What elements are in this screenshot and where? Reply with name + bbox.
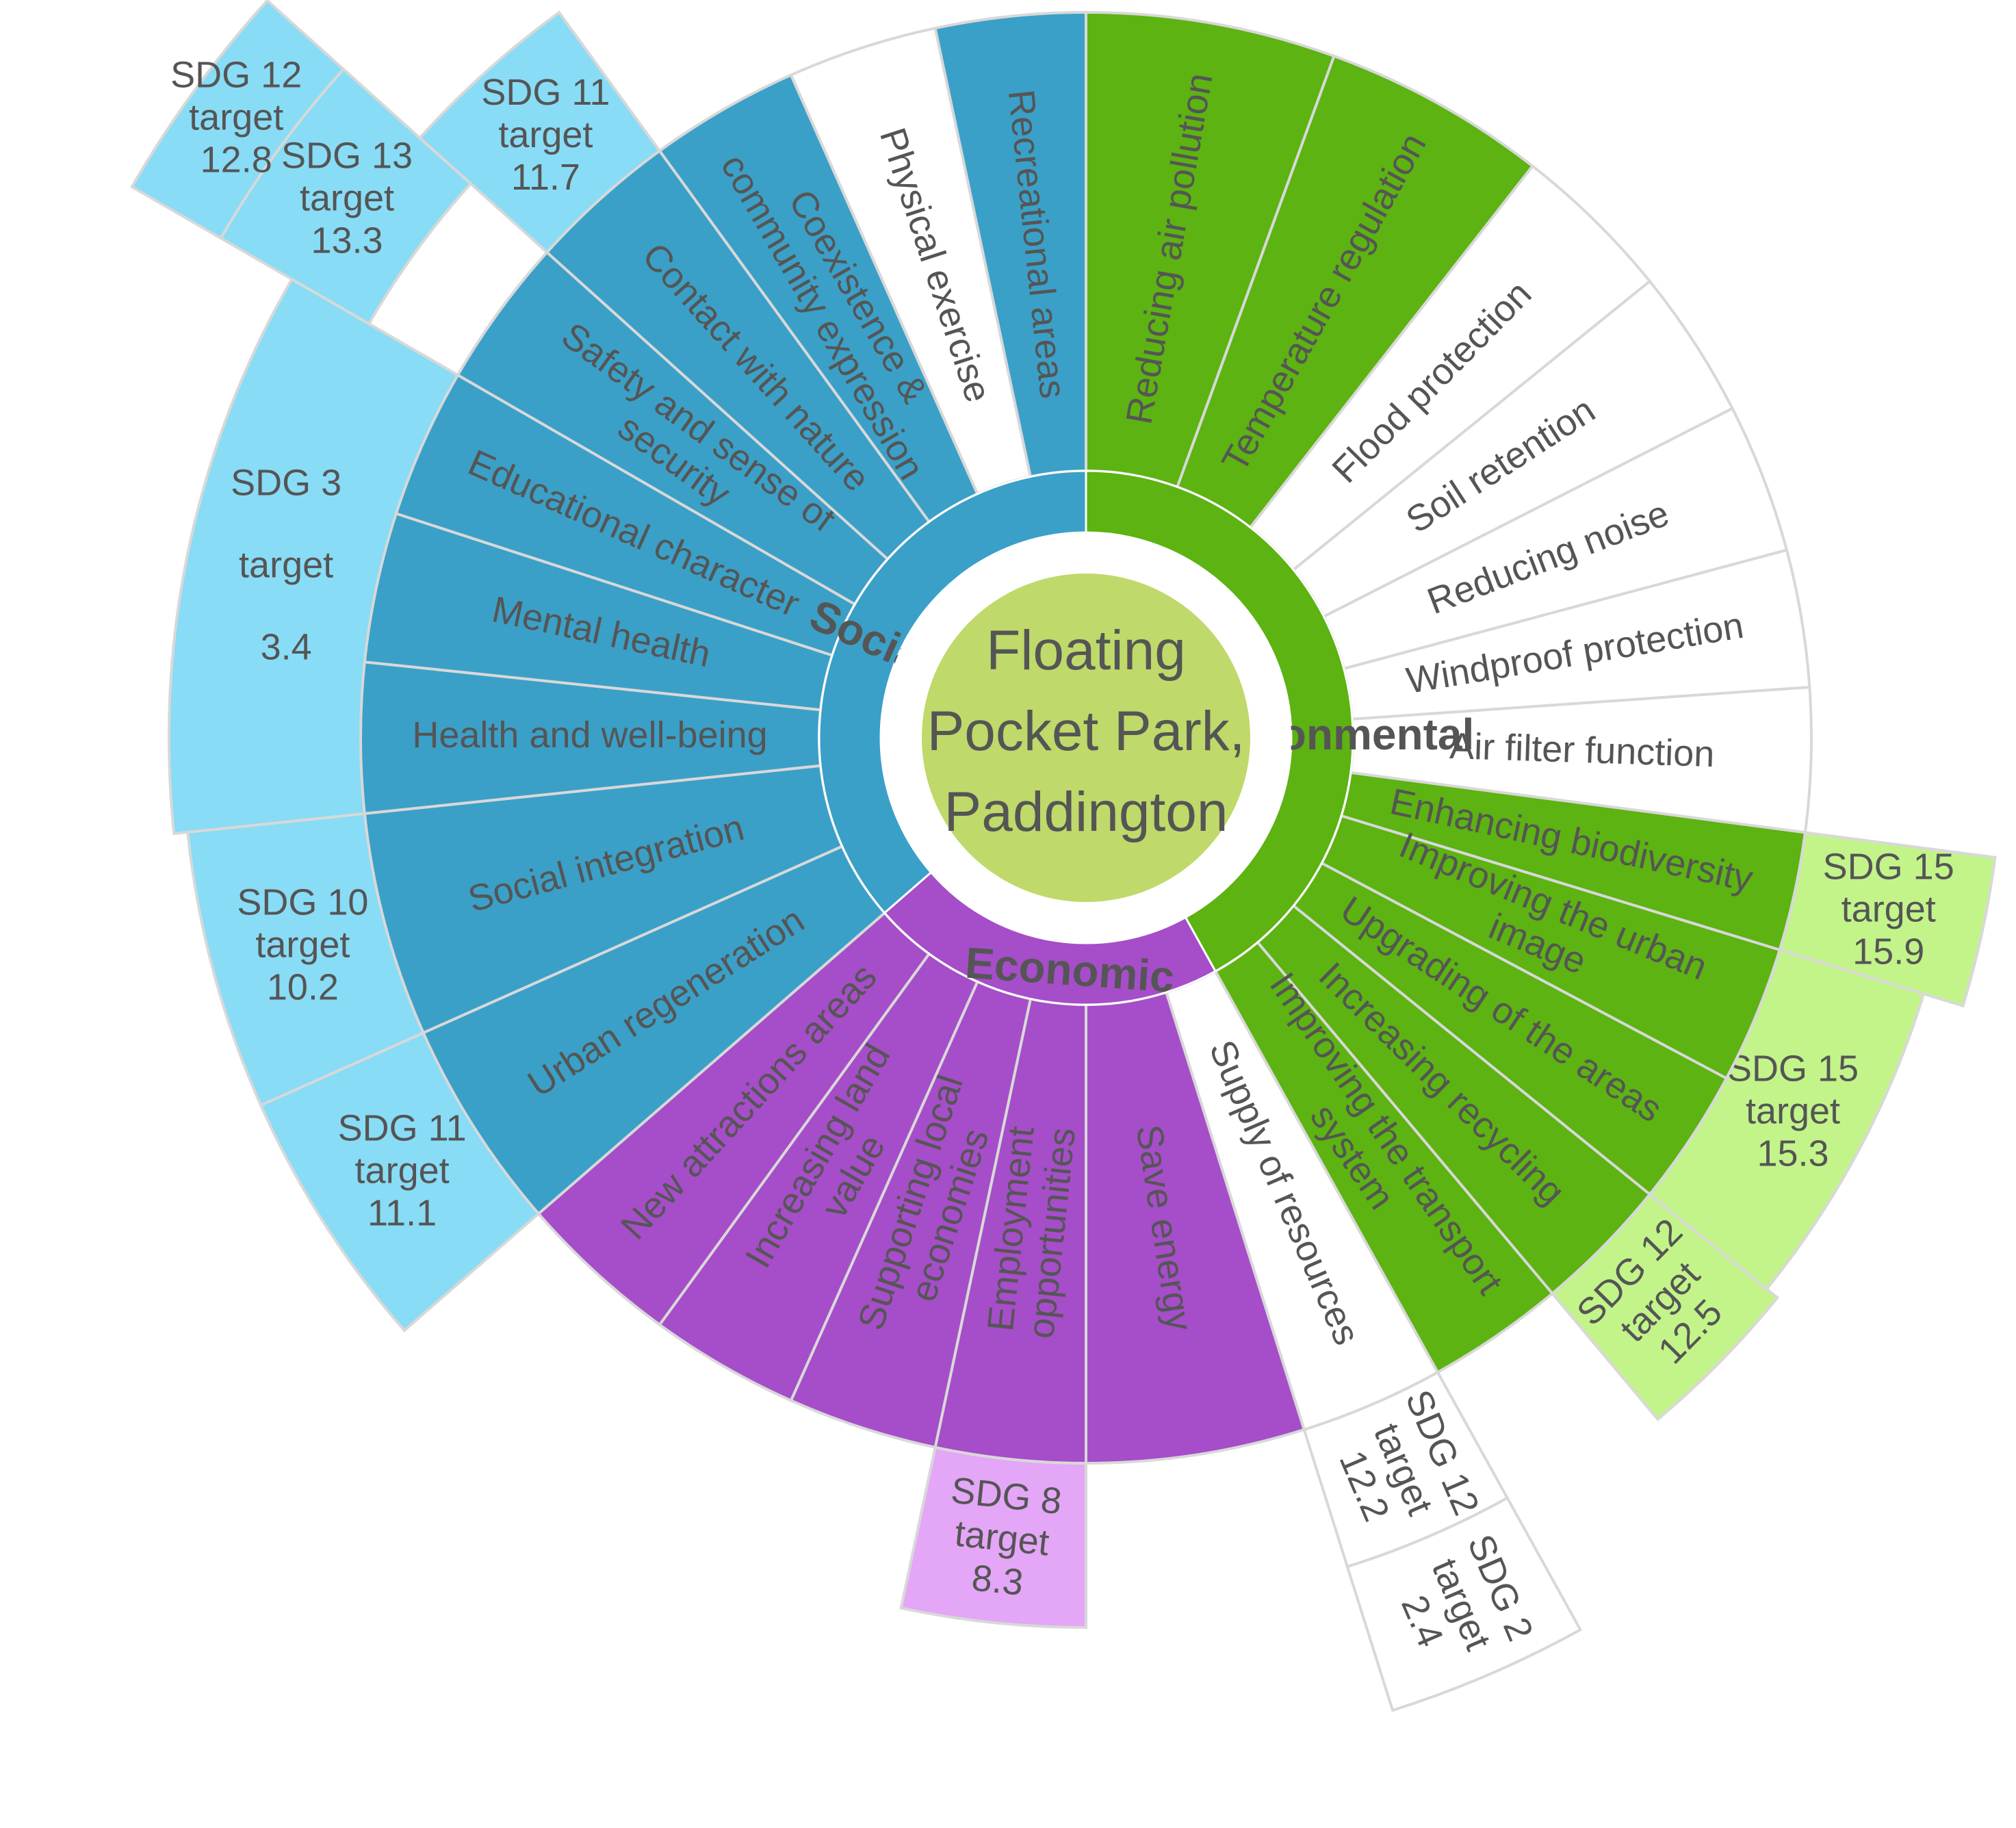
center-title-line: Paddington [944,781,1228,843]
text-line: target [1841,889,1936,930]
text-line: Health and well-being [412,715,767,756]
center-title-line: Floating [986,619,1186,682]
text-line: target [953,1513,1051,1564]
sdg-target-sdg-12-target-12-2: SDG 12target12.2 [1302,1370,1510,1569]
sdg-target-sdg-3-target-3-4: SDG 3 target 3.4 [167,277,466,836]
text-line: SDG 10 [237,882,368,923]
text-line: SDG 11 [481,72,610,113]
text-line: SDG 13 [281,136,413,177]
sdg-target-label: SDG 3 target 3.4 [231,463,341,668]
text-line: SDG 3 [231,463,341,504]
text-line: 15.3 [1757,1133,1828,1174]
sdg-target-label: SDG 12target12.2 [1319,1384,1487,1554]
sdg-target-label: SDG 2target2.4 [1382,1529,1541,1680]
text-line: 3.4 [261,627,312,668]
text-line: SDG 12 [170,55,302,96]
sdg-target-label: SDG 8target8.3 [940,1470,1063,1607]
text-line: target [300,178,394,219]
text-line: SDG 15 [1727,1048,1859,1090]
sdg-target-cell [1345,1496,1583,1712]
text-line: Air filter function [1449,725,1715,775]
sdg-target-sdg-8-target-8-3: SDG 8target8.3 [899,1445,1087,1630]
text-line: target [355,1150,450,1192]
sdg-target-cell [129,0,346,240]
text-line: target [239,545,333,586]
text-line: 13.3 [311,220,383,261]
text-line: target [498,114,593,155]
benefit-social-integration: Social integration [363,764,844,1035]
sdg-target-sdg-2-target-2-4: SDG 2target2.4 [1345,1496,1583,1712]
text-line: SDG 11 [338,1108,467,1149]
center-title-line: Pocket Park, [927,700,1245,762]
benefit-label: Air filter function [1449,725,1715,775]
text-line: target [255,925,350,966]
center-disc [922,574,1250,902]
text-line: 11.1 [367,1193,437,1234]
benefit-enhancing-biodiversity: Enhancing biodiversity [1339,771,1807,952]
benefit-label: Health and well-being [412,715,767,756]
text-line: 15.9 [1852,931,1924,973]
text-line: SDG 15 [1823,847,1954,888]
category-economic: Economic [883,871,1217,1006]
text-line: 11.7 [511,157,580,198]
text-line: 10.2 [267,967,339,1008]
text-line: target [189,97,283,138]
text-line: 12.8 [201,140,272,181]
benefit-save-energy: Save energy [1085,990,1306,1465]
benefit-recreational-areas: Recreational areas [933,10,1087,478]
benefit-health-and-well-being: Health and well-being [359,660,823,815]
text-line: 8.3 [970,1558,1025,1604]
text-line: target [1746,1091,1840,1132]
